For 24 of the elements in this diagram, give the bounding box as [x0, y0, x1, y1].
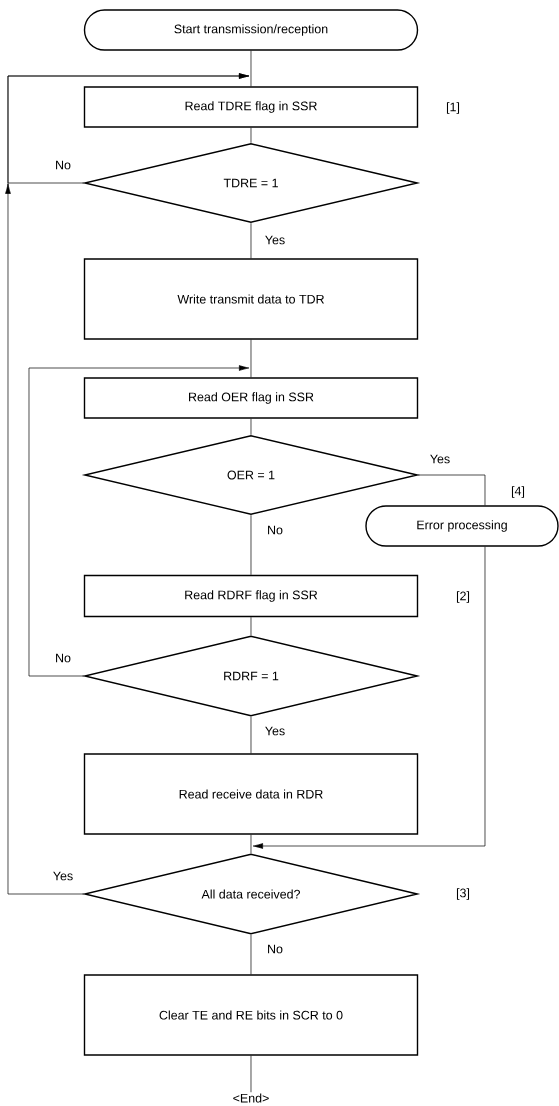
edge-label: Yes [51, 870, 75, 882]
arrow [7, 73, 250, 895]
end-text: <End> [233, 1093, 269, 1103]
edge-label: Yes [263, 725, 287, 737]
process-box: Read TDRE flag in SSR [83, 86, 419, 128]
callout-number: [3] [456, 888, 470, 900]
process-box: Read OER flag in SSR [83, 377, 419, 419]
callout-number: [2] [456, 591, 470, 603]
edge-label: Yes [428, 453, 452, 465]
terminal-box: Start transmission/reception [83, 9, 419, 51]
process-box: Write transmit data to TDR [83, 258, 419, 340]
edge-label: No [266, 943, 284, 955]
callout-number: [4] [511, 486, 525, 498]
arrow [28, 365, 250, 677]
process-box: Clear TE and RE bits in SCR to 0 [83, 974, 419, 1056]
process-box: Read receive data in RDR [83, 753, 419, 835]
edge-label: No [266, 524, 284, 536]
edge-label: No [54, 652, 72, 664]
callout-number: [1] [446, 102, 460, 114]
terminal-box: Error processing [365, 505, 559, 547]
edge-label: No [54, 159, 72, 171]
process-box: Read RDRF flag in SSR [83, 574, 419, 618]
edge-label: Yes [263, 234, 287, 246]
arrow [252, 546, 486, 849]
